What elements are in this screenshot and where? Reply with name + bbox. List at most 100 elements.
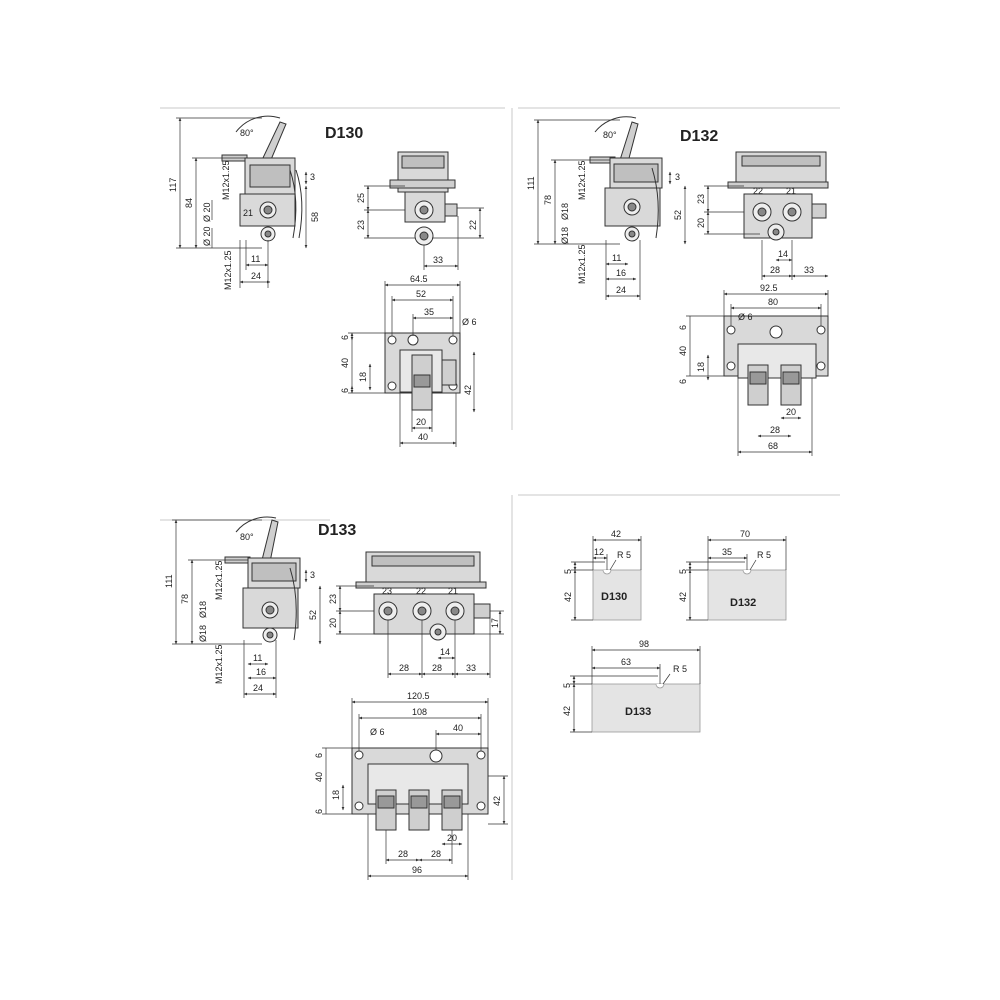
d132-dim-52: 52 [673,210,683,220]
d130-lever [221,115,287,163]
d132-top-dims [686,290,829,456]
plate-d133-h42: 42 [562,706,572,716]
d130-left-6b: 6 [340,388,350,393]
d132-dim-111: 111 [526,176,536,190]
d133-port-23: 23 [382,586,392,596]
d130-bottom-20: 20 [416,417,426,427]
d130-dim-58: 58 [310,212,320,222]
d132-bore-2: Ø18 [560,227,570,244]
plate-d133-h5: 5 [562,683,572,688]
d133-bottom-20: 20 [447,833,457,843]
d133-left-6b: 6 [314,809,324,814]
d132-left-18: 18 [696,362,706,372]
d132-side-23: 23 [696,194,706,204]
d133-left-40: 40 [314,772,324,782]
d130-dim-11: 11 [251,254,260,264]
d132-side-view [727,151,829,241]
plate-d130-notch: 12 [594,547,604,557]
d133-dim-24: 24 [253,683,263,693]
d132-dim-lines [534,119,687,300]
d133-hole-6: Ø 6 [370,727,385,737]
plate-d133: D133 98 63 R 5 5 42 [562,639,701,733]
d132-bottom-20: 20 [786,407,796,417]
plate-d130-label: D130 [601,591,627,603]
plate-d132-width: 70 [740,529,750,539]
d130-top-dims [348,281,476,447]
d130-dim-3: 3 [310,172,315,182]
d130-bore-1: Ø 20 [202,202,212,222]
d133-dim-111: 111 [164,574,174,588]
d133-top-view [351,747,489,831]
plate-d132-label: D132 [730,597,756,609]
d130-port-21: 21 [243,208,253,218]
d133-title: D133 [318,522,356,539]
d133-side-dims [336,585,504,678]
plate-d130: D130 42 12 R 5 5 42 [563,529,642,621]
d132-thread-top: M12x1.25 [577,160,587,200]
d130-left-18: 18 [358,372,368,382]
plate-d130-width: 42 [611,529,621,539]
d132-side-14: 14 [778,249,788,259]
plate-d132-notch: 35 [722,547,732,557]
d133-top-40: 40 [453,723,463,733]
d130-dim-24: 24 [251,271,261,281]
d130-top-35: 35 [424,307,434,317]
d133-thread-bottom: M12x1.25 [214,644,224,684]
plate-d132: D132 70 35 R 5 5 42 [678,529,787,621]
d132-valve-body [604,157,663,242]
d133-drawing: D133 80° [164,516,508,880]
d130-thread-bottom: M12x1.25 [223,250,233,290]
d132-port-22: 22 [753,186,763,196]
d133-port-21: 21 [448,586,458,596]
d133-dim-3: 3 [310,570,315,580]
d132-top-view [723,315,829,406]
d133-bore-2: Ø18 [198,625,208,642]
d130-thread-top: M12x1.25 [221,160,231,200]
d133-side-17: 17 [490,618,500,628]
d133-top-108: 108 [412,707,427,717]
d132-left-6b: 6 [678,379,688,384]
d133-bottom-28b: 28 [431,849,441,859]
d130-left-40: 40 [340,358,350,368]
d132-drawing: D132 80° [526,116,829,456]
d130-drawing: D130 80° 21 [168,115,484,447]
d133-dim-16: 16 [256,667,266,677]
plate-d130-h5: 5 [563,569,573,574]
d132-bore-1: Ø18 [560,203,570,220]
d132-top-80: 80 [768,297,778,307]
plate-d132-radius: R 5 [757,550,771,560]
plate-d133-radius: R 5 [673,664,687,674]
d132-bottom-28: 28 [770,425,780,435]
d133-top-120-5: 120.5 [407,691,430,701]
d130-top-52: 52 [416,289,426,299]
d130-bore-2: Ø 20 [202,226,212,246]
d130-dim-84: 84 [184,198,194,208]
plate-d130-radius: R 5 [617,550,631,560]
d130-dim-117: 117 [168,178,178,192]
d132-thread-bottom: M12x1.25 [577,244,587,284]
plate-d133-notch: 63 [621,657,631,667]
d133-side-28a: 28 [399,663,409,673]
d132-title: D132 [680,128,718,145]
d132-side-dims [704,185,829,280]
d132-dim-11: 11 [612,253,621,263]
d132-bottom-68: 68 [768,441,778,451]
d130-top-view [384,332,461,411]
d133-right-42: 42 [492,796,502,806]
d132-dim-3: 3 [675,172,680,182]
d133-side-33: 33 [466,663,476,673]
d133-valve-body [242,557,301,643]
d133-dim-11: 11 [253,653,262,663]
d133-left-18: 18 [331,790,341,800]
d130-left-6a: 6 [340,335,350,340]
d130-dim-lines [176,117,308,288]
d133-bore-1: Ø18 [198,601,208,618]
d133-top-dims [322,698,508,880]
d130-side-23: 23 [356,220,366,230]
d132-angle: 80° [603,130,617,140]
d133-side-view [355,551,491,641]
d133-side-23: 23 [328,594,338,604]
d130-bottom-40: 40 [418,432,428,442]
d130-side-view [389,151,458,246]
d133-dim-52: 52 [308,610,318,620]
